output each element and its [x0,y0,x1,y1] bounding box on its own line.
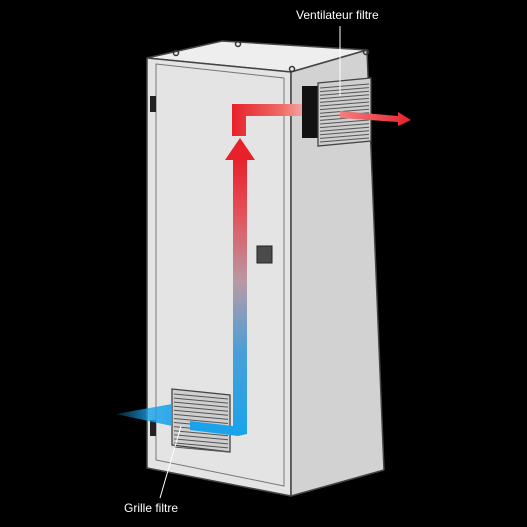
fan-filter-icon [302,77,372,147]
hot-air-top-flow [232,104,302,136]
door-hinge [150,420,156,436]
louver-slat [319,137,370,143]
airflow-path [116,104,411,436]
hot-air-outlet-arrow [340,111,411,126]
louver-slat [173,397,229,404]
cold-air-bottom-flow [190,421,247,436]
louver-slat [173,438,229,445]
louver-slat [173,446,229,453]
louver-slat [173,442,229,449]
louver-slat [319,126,370,132]
louver-slat [319,108,370,114]
louver-slat [173,413,229,420]
louver-slat [319,130,370,136]
cold-air-inlet-arrow [116,404,172,426]
cabinet-door [155,63,285,487]
grille-filter-label: Grille filtre [124,501,179,515]
louver-slat [319,97,370,103]
top-screw [288,65,296,73]
door-lock-icon [256,245,273,264]
rising-air-column [233,158,247,434]
louver-slat [173,405,229,412]
louver-slat [173,401,229,408]
top-screw [362,48,370,56]
enclosure-cabinet [146,40,385,497]
grille-filter-callout-line [159,425,182,499]
intake-grille-icon [171,388,231,453]
louver-slat [173,434,229,441]
louver-slat [173,430,229,437]
louver-slat [319,94,370,100]
door-hinge [150,96,156,112]
louver-slat [173,393,229,400]
louver-slat [319,83,370,89]
louver-slat [319,90,370,96]
louver-slat [319,133,370,139]
top-screw [234,40,242,48]
louver-slat [173,409,229,416]
top-screw [172,49,180,57]
louver-slat [319,101,370,107]
louver-slat [319,105,370,111]
louver-slat [319,123,370,129]
louver-slat [319,119,370,125]
cabinet-side [290,49,385,497]
louver-slat [173,417,229,424]
fan-filter-label: Ventilateur filtre [296,8,379,22]
louver-slat [319,87,370,93]
rising-air-arrowhead [225,138,255,160]
